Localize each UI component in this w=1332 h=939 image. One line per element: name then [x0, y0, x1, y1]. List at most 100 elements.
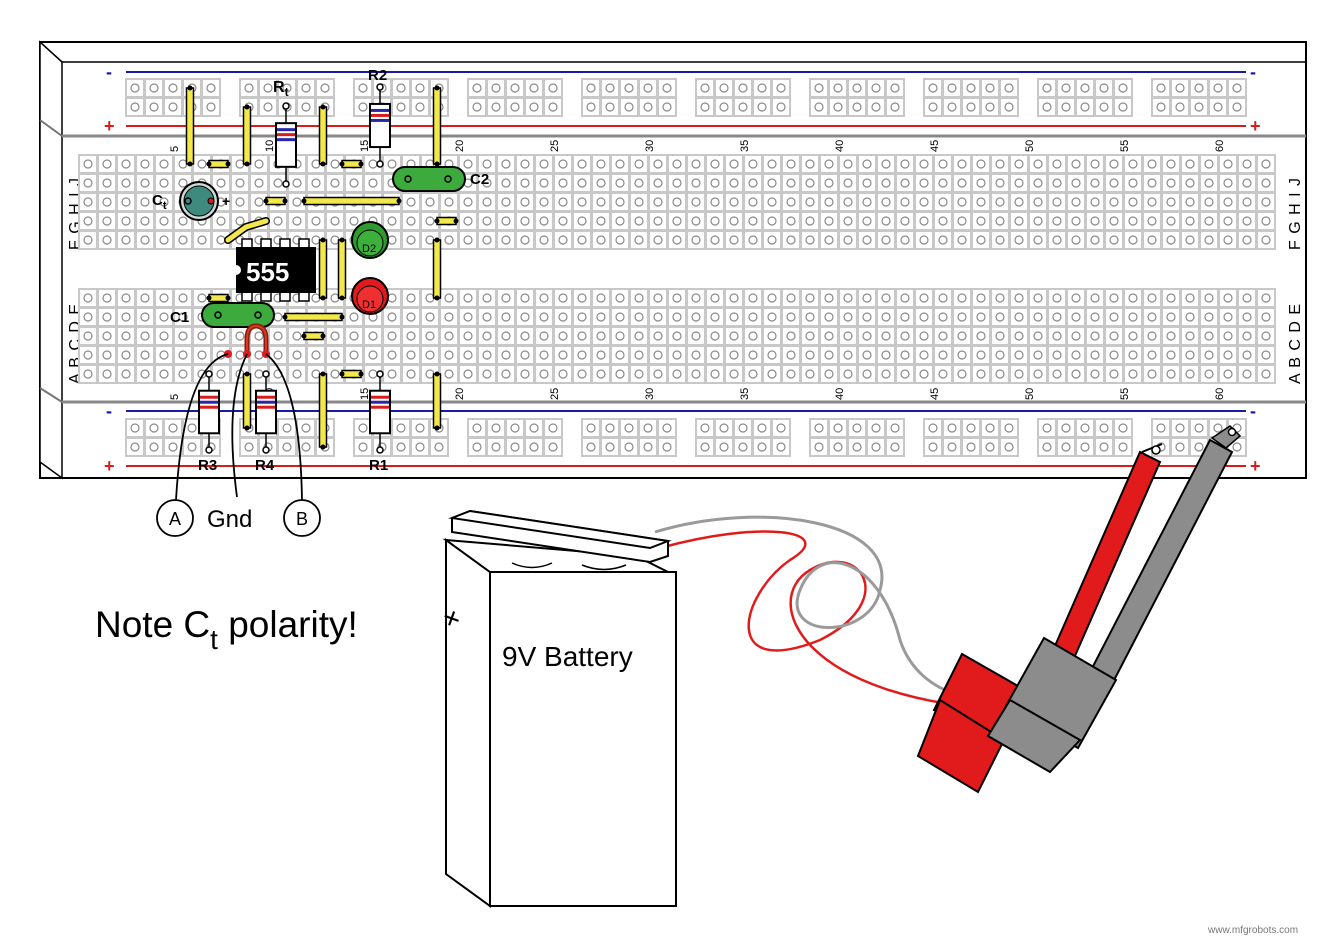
r2-label: R2: [368, 67, 387, 84]
hole: [672, 331, 682, 341]
rail-hole: [1004, 423, 1014, 433]
wire-end: [320, 333, 326, 339]
column-number: 55: [1119, 140, 1131, 152]
rail-hole: [947, 102, 957, 112]
hole: [710, 159, 720, 169]
hole: [1223, 178, 1233, 188]
hole: [83, 235, 93, 245]
hole: [786, 197, 796, 207]
hole: [1147, 293, 1157, 303]
wire-end: [320, 371, 326, 377]
rail-hole: [757, 83, 767, 93]
hole: [900, 197, 910, 207]
rail-hole: [719, 442, 729, 452]
hole: [159, 178, 169, 188]
hole: [976, 197, 986, 207]
hole: [862, 312, 872, 322]
hole: [938, 197, 948, 207]
hole: [520, 331, 530, 341]
rail-hole: [662, 442, 672, 452]
hole: [463, 197, 473, 207]
hole: [805, 235, 815, 245]
hole: [748, 293, 758, 303]
rail-hole: [415, 102, 425, 112]
hole: [1261, 235, 1271, 245]
hole: [539, 178, 549, 188]
hole: [121, 159, 131, 169]
resistor-band: [200, 400, 218, 404]
hole: [406, 216, 416, 226]
wire-end: [434, 237, 440, 243]
hole: [1261, 369, 1271, 379]
hole: [805, 159, 815, 169]
hole: [406, 293, 416, 303]
rail-hole: [168, 423, 178, 433]
hole: [83, 178, 93, 188]
rail-hole: [491, 423, 501, 433]
hole: [957, 235, 967, 245]
hole: [1071, 369, 1081, 379]
hole: [1166, 197, 1176, 207]
hole: [634, 216, 644, 226]
rail-minus-label: -: [1250, 401, 1256, 421]
resistor-lead-end: [376, 446, 384, 454]
wire-end: [320, 237, 326, 243]
hole: [520, 159, 530, 169]
hole: [729, 331, 739, 341]
hole: [748, 350, 758, 360]
rail-hole: [624, 102, 634, 112]
hole: [805, 216, 815, 226]
hole: [672, 159, 682, 169]
hole: [748, 369, 758, 379]
hole: [767, 293, 777, 303]
rail-hole: [1061, 423, 1071, 433]
watermark: www.mfgrobots.com: [1207, 925, 1298, 936]
rail-hole: [662, 423, 672, 433]
rail-hole: [852, 83, 862, 93]
hole: [387, 369, 397, 379]
wire-end: [339, 237, 345, 243]
hole: [102, 178, 112, 188]
hole: [862, 159, 872, 169]
hole: [615, 216, 625, 226]
led-d1: D1: [351, 277, 389, 315]
hole: [615, 159, 625, 169]
hole: [216, 235, 226, 245]
hole: [1033, 235, 1043, 245]
hole: [558, 197, 568, 207]
hole: [444, 293, 454, 303]
hole: [710, 197, 720, 207]
rail-hole: [510, 102, 520, 112]
hole: [1052, 350, 1062, 360]
hole: [729, 312, 739, 322]
rail-hole: [1099, 102, 1109, 112]
wire-end: [339, 314, 345, 320]
hole: [615, 293, 625, 303]
column-number: 15: [359, 388, 371, 400]
rail-hole: [852, 442, 862, 452]
hole: [178, 235, 188, 245]
r3-label: R3: [198, 457, 217, 474]
wire-end: [206, 161, 212, 167]
hole: [938, 178, 948, 188]
hole: [140, 350, 150, 360]
hole: [1185, 293, 1195, 303]
hole: [482, 235, 492, 245]
hole: [691, 293, 701, 303]
jumper-wire: [265, 196, 286, 206]
rail-hole: [1042, 83, 1052, 93]
hole: [1090, 331, 1100, 341]
rail-hole: [1156, 423, 1166, 433]
hole: [843, 178, 853, 188]
rail-hole: [624, 442, 634, 452]
hole: [482, 159, 492, 169]
rt-label: Rt: [273, 79, 289, 99]
hole: [976, 178, 986, 188]
hole: [273, 312, 283, 322]
hole: [1128, 159, 1138, 169]
rail-hole: [1156, 83, 1166, 93]
rail-hole: [1175, 423, 1185, 433]
hole: [1071, 235, 1081, 245]
rail-hole: [415, 83, 425, 93]
